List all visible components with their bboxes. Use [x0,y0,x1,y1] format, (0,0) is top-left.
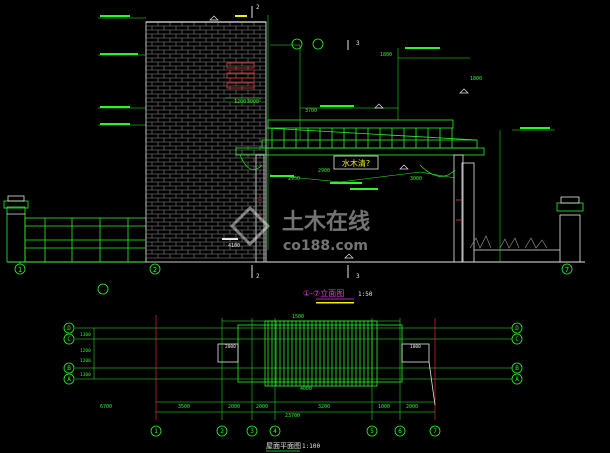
section-mark-4: 3 [356,273,360,280]
elevation-title: ①-⑦立面图 [303,288,344,298]
col-axis-7: 7 [433,428,437,435]
sign-text: 水木清? [342,158,370,168]
plan-scale: 1:100 [302,443,320,450]
plan-bot-dim-4: 2000 [256,404,268,410]
plan-side-dim-2: 1200 [80,348,91,354]
chains [239,154,456,183]
elev-axis-7: 7 [565,266,569,274]
elevation-axes [14,262,573,275]
plan-dims: 1500 2000 1000 4000 6700 3500 2000 2000 … [80,314,421,419]
detail-callouts [97,38,324,295]
plan-row-axes [63,322,523,385]
section-mark-2: 3 [356,40,360,47]
elev-axis-2: 2 [153,266,157,274]
plan-walls [217,343,436,406]
left-pier [3,195,29,263]
row-axis-B-left: B [67,365,71,372]
elev-dim-4: 3700 [305,108,317,114]
col-axis-1: 1 [154,428,158,435]
plan-top-dim-1: 1500 [292,314,304,320]
row-axis-A-right: A [515,376,519,383]
pergola-columns [255,154,464,263]
plan-side-dim-3: 1200 [80,358,91,364]
plan-pergola [237,320,403,387]
elev-dim-6: 2900 [318,168,330,174]
elev-dim-8: 4100 [228,243,240,249]
row-axis-D-right: D [515,325,519,332]
plan-title: 屋面平面图 [266,442,301,450]
plan-bot-dim-1: 6700 [100,404,112,410]
elev-dim-1: 1800 [380,52,392,58]
row-axis-C-left: C [67,336,71,343]
row-axis-A-left: A [67,376,71,383]
plan-col-axes [150,425,441,437]
col-axis-4: 4 [273,428,277,435]
section-mark-1: 2 [256,4,260,11]
col-axis-5: 5 [370,428,374,435]
watermark-sub: co188.com [283,238,368,254]
plan-top-dim-3: 1000 [410,344,421,350]
elevation-title-block: ①-⑦立面图 1:50 [303,288,373,304]
level-markers [209,15,469,259]
section-mark-3: 2 [256,273,260,280]
plan-title-block: 屋面平面图 1:100 [266,442,320,452]
watermark-main: 土木在线 [282,209,370,235]
row-axis-C-right: C [515,336,519,343]
plan-bot-dim-3: 2000 [228,404,240,410]
row-axis-B-right: B [515,365,519,372]
right-wall [461,162,584,263]
tower-vents [226,62,255,89]
plan-bot-dim-6: 1000 [378,404,390,410]
plants [469,235,548,249]
elev-dim-3: 3000 [247,99,259,105]
plan-side-dim-1: 1300 [80,332,91,338]
elevation-view: 水木清? [3,4,585,304]
elev-dim-5: 2950 [288,176,300,182]
plan-grid-cols-green [221,318,401,420]
col-axis-6: 6 [398,428,402,435]
plan-grid-rows [75,327,512,380]
watermark: 土木在线 co188.com [229,205,370,254]
elevation-text-stubs [100,15,550,240]
plan-bot-dim-2: 3500 [178,404,190,410]
plan-side-dim-4: 1300 [80,372,91,378]
elev-dim-9: 1800 [470,76,482,82]
row-axis-D-left: D [67,325,71,332]
roof-plan-view: 1500 2000 1000 4000 6700 3500 2000 2000 … [63,314,523,452]
pergola [235,119,485,156]
sign-board: 水木清? [333,155,379,170]
plan-top-dim-2: 2000 [225,344,236,350]
section-cuts [251,6,349,278]
elevation-scale: 1:50 [358,291,373,298]
plan-dim-lines [93,320,435,413]
elev-dim-2: 1200 [234,99,246,105]
elev-axis-1: 1 [18,266,22,274]
brick-tower [145,21,267,263]
plan-total-dim: 23700 [285,413,300,419]
elev-dim-7: 3000 [410,176,422,182]
col-axis-2: 2 [220,428,224,435]
col-axis-3: 3 [250,428,254,435]
plan-bot-dim-7: 2000 [406,404,418,410]
plan-bot-dim-5: 3200 [318,404,330,410]
plan-grid-cols [155,315,436,420]
plan-top-dim-4: 4000 [300,386,312,392]
